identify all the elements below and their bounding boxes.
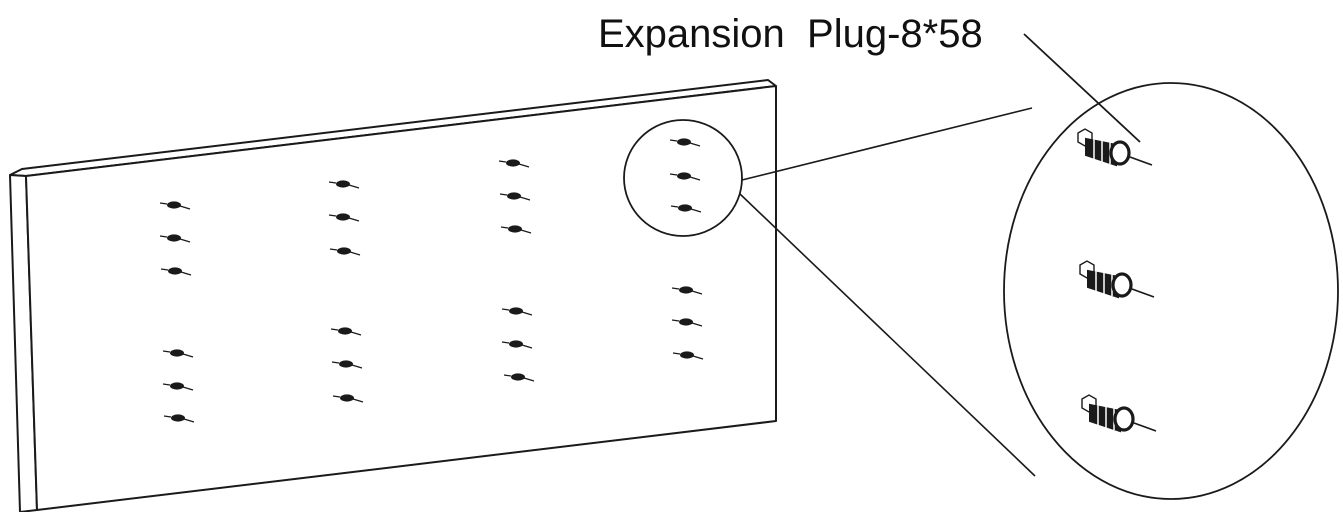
magnified-circle [1003, 82, 1339, 500]
callout-lines [739, 107, 1036, 477]
focus-circle [623, 119, 743, 237]
expansion-plug-label: Expansion Plug-8*58 [598, 12, 983, 56]
wall-panel [9, 79, 777, 512]
label-leader-line [1023, 33, 1141, 143]
magnified-view [1003, 82, 1339, 500]
